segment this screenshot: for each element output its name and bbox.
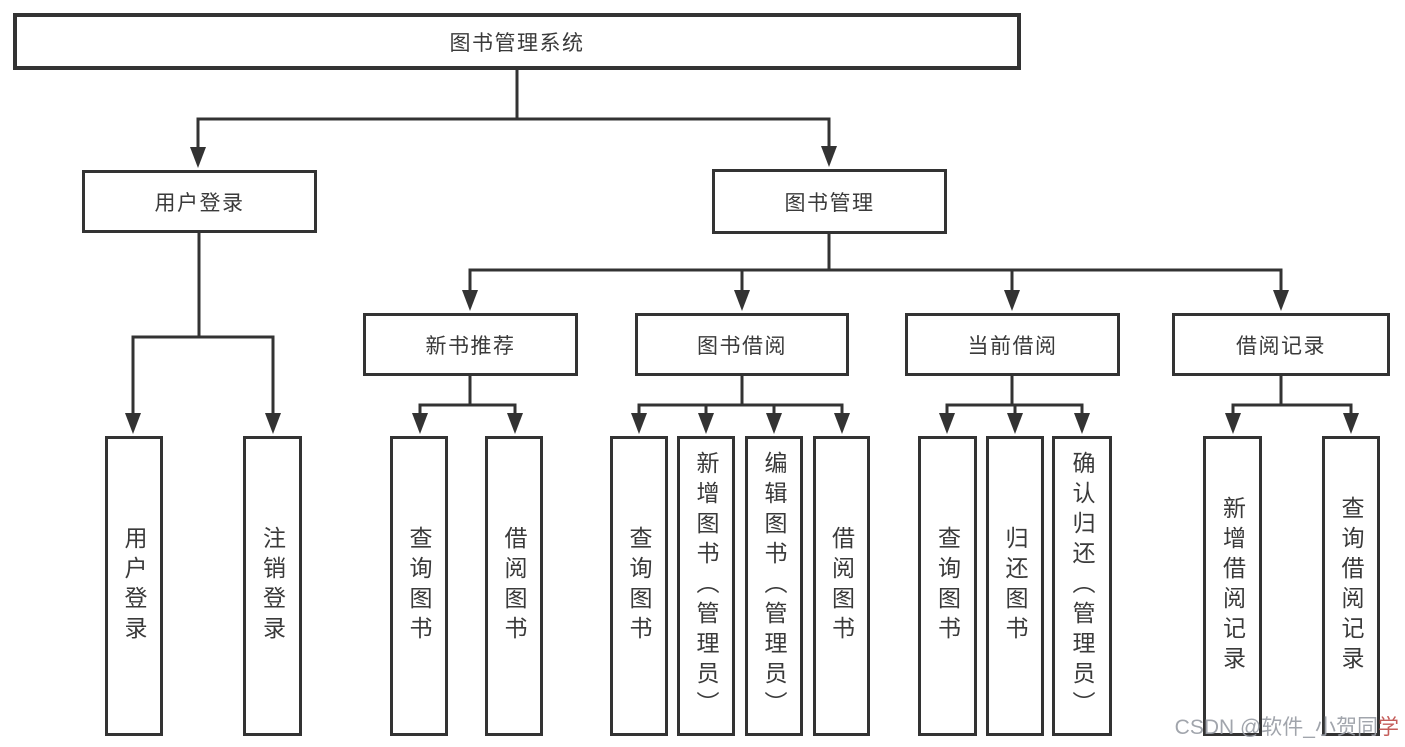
- node-new-book-recommendation: 新书推荐: [363, 313, 578, 376]
- leaf-borrow-books-borrowing: 借阅图书: [813, 436, 870, 736]
- watermark-accent: 学: [1378, 716, 1399, 739]
- leaf-query-books-recommend: 查询图书: [390, 436, 448, 736]
- node-user-login: 用户登录: [82, 170, 317, 233]
- leaf-add-book-admin: 新增图书（管理员）: [677, 436, 735, 736]
- leaf-add-borrow-record: 新增借阅记录: [1203, 436, 1262, 736]
- leaf-edit-book-admin: 编辑图书（管理员）: [745, 436, 803, 736]
- node-borrowing-records: 借阅记录: [1172, 313, 1390, 376]
- leaf-borrow-books-recommend: 借阅图书: [485, 436, 543, 736]
- leaf-user-login: 用户登录: [105, 436, 163, 736]
- leaf-confirm-return-admin: 确认归还（管理员）: [1052, 436, 1112, 736]
- node-library-management-system: 图书管理系统: [13, 13, 1021, 70]
- leaf-query-books-borrowing: 查询图书: [610, 436, 668, 736]
- watermark-text: CSDN @软件_小贺同: [1174, 716, 1378, 739]
- leaf-return-book: 归还图书: [986, 436, 1044, 736]
- arrowheads: [125, 146, 1359, 434]
- node-current-borrowing: 当前借阅: [905, 313, 1120, 376]
- leaf-logout: 注销登录: [243, 436, 302, 736]
- leaf-query-books-current: 查询图书: [918, 436, 977, 736]
- node-book-borrowing: 图书借阅: [635, 313, 849, 376]
- leaf-query-borrow-record: 查询借阅记录: [1322, 436, 1380, 736]
- node-book-management: 图书管理: [712, 169, 947, 234]
- watermark: CSDN @软件_小贺同学: [1175, 711, 1399, 741]
